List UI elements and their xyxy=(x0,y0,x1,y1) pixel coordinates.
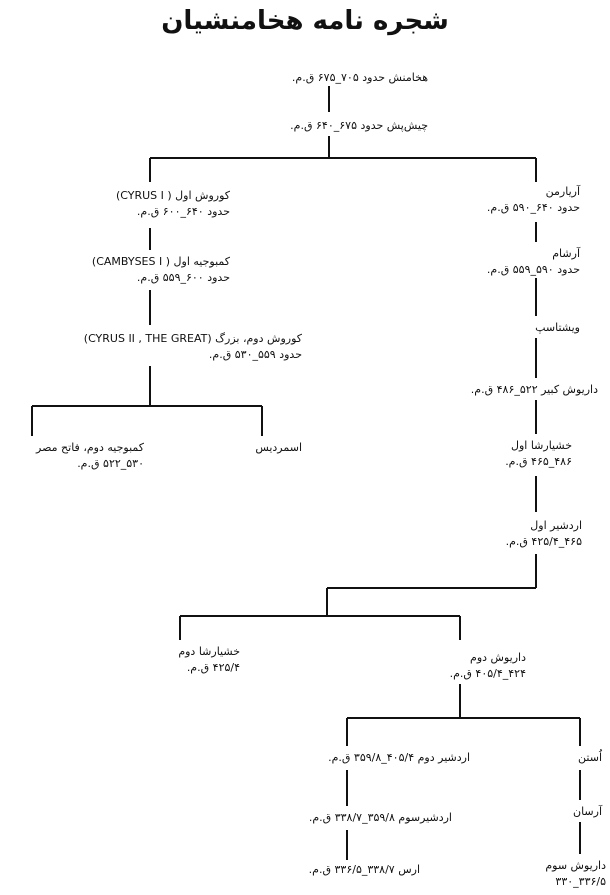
node-darius-1: داریوش کبیر ۵۲۲_۴۸۶ ق.م. xyxy=(420,382,598,398)
node-label: خشیارشا اول xyxy=(510,439,572,452)
node-label: اردشیر دوم ۴۰۵/۴_۳۵۹/۸ ق.م. xyxy=(328,751,470,764)
node-cambyses-2: کمبوجیه دوم، فاتح مصر ۵۳۰_۵۲۲ ق.م. xyxy=(4,440,144,472)
node-cyrus-1: کوروش اول ( CYRUS I) حدود ۶۴۰_۶۰۰ ق.م. xyxy=(60,188,230,220)
node-label: اردشیر اول xyxy=(530,519,582,532)
node-label: ارس ۳۳۸/۷_۳۳۶/۵ ق.م. xyxy=(308,863,420,876)
node-label: اردشیرسوم ۳۵۹/۸_۳۳۸/۷ ق.م. xyxy=(308,811,452,824)
node-ostanes: اُستن xyxy=(550,750,602,766)
node-dates: ۴۲۵/۴ ق.م. xyxy=(186,661,240,674)
node-dates: حدود ۶۴۰_۵۹۰ ق.م. xyxy=(486,201,580,214)
node-label: هخامنش حدود ۷۰۵_۶۷۵ ق.م. xyxy=(291,71,428,84)
node-achaemenes: هخامنش حدود ۷۰۵_۶۷۵ ق.م. xyxy=(232,70,428,86)
node-label: آرسان xyxy=(572,805,602,818)
node-arsames: آرشام حدود ۵۹۰_۵۵۹ ق.م. xyxy=(440,246,580,278)
node-dates: ۳۳۶/۵_۳۳۰ xyxy=(555,875,606,888)
node-label: آریارمن xyxy=(545,185,580,198)
node-dates: حدود ۵۹۰_۵۵۹ ق.م. xyxy=(486,263,580,276)
node-dates: ۴۸۶_۴۶۵ ق.م. xyxy=(505,455,572,468)
node-smerdis: اسمردیس xyxy=(220,440,302,456)
page-title: شجره نامه هخامنشیان xyxy=(161,6,449,36)
node-label: اسمردیس xyxy=(255,441,302,454)
node-darius-3: داریوش سوم ۳۳۶/۵_۳۳۰ xyxy=(520,858,606,890)
node-label: داریوش سوم xyxy=(545,859,606,872)
node-dates: حدود ۶۰۰_۵۵۹ ق.م. xyxy=(136,271,230,284)
node-dates: ۵۳۰_۵۲۲ ق.م. xyxy=(77,457,144,470)
node-dates: ۴۲۴_۴۰۵/۴ ق.م. xyxy=(449,667,526,680)
node-label: داریوش دوم xyxy=(470,651,526,664)
node-label: خشیارشا دوم xyxy=(178,645,240,658)
node-dates: حدود ۶۴۰_۶۰۰ ق.م. xyxy=(136,205,230,218)
node-artaxerxes-2: اردشیر دوم ۴۰۵/۴_۳۵۹/۸ ق.م. xyxy=(244,750,470,766)
node-arsanes: آرسان xyxy=(550,804,602,820)
node-darius-2: داریوش دوم ۴۲۴_۴۰۵/۴ ق.م. xyxy=(400,650,526,682)
node-artaxerxes-1: اردشیر اول ۴۶۵_۴۲۵/۴ ق.م. xyxy=(456,518,582,550)
node-teispes: چیش‌پش حدود ۶۷۵_۶۴۰ ق.م. xyxy=(232,118,428,134)
node-label: داریوش کبیر ۵۲۲_۴۸۶ ق.م. xyxy=(470,383,598,396)
node-artaxerxes-3: اردشیرسوم ۳۵۹/۸_۳۳۸/۷ ق.م. xyxy=(254,810,452,826)
node-label: کمبوجیه اول ( CAMBYSES I) xyxy=(91,255,230,268)
node-dates: حدود ۵۵۹_۵۳۰ ق.م. xyxy=(208,348,302,361)
node-label: ویشتاسپ xyxy=(535,321,580,334)
node-label: اُستن xyxy=(578,751,602,764)
node-ariaramnes: آریارمن حدود ۶۴۰_۵۹۰ ق.م. xyxy=(440,184,580,216)
node-arses: ارس ۳۳۸/۷_۳۳۶/۵ ق.م. xyxy=(250,862,420,878)
node-xerxes-1: خشیارشا اول ۴۸۶_۴۶۵ ق.م. xyxy=(460,438,572,470)
node-xerxes-2: خشیارشا دوم ۴۲۵/۴ ق.م. xyxy=(120,644,240,676)
node-label: کمبوجیه دوم، فاتح مصر xyxy=(36,441,144,454)
node-label: کوروش دوم، بزرگ (CYRUS II , THE GREAT) xyxy=(83,332,302,345)
node-label: چیش‌پش حدود ۶۷۵_۶۴۰ ق.م. xyxy=(290,119,428,132)
node-dates: ۴۶۵_۴۲۵/۴ ق.م. xyxy=(505,535,582,548)
node-cambyses-1: کمبوجیه اول ( CAMBYSES I) حدود ۶۰۰_۵۵۹ ق… xyxy=(40,254,230,286)
node-hystaspes: ویشتاسپ xyxy=(490,320,580,336)
node-label: آرشام xyxy=(552,247,580,260)
node-cyrus-2: کوروش دوم، بزرگ (CYRUS II , THE GREAT) ح… xyxy=(20,331,302,363)
node-label: کوروش اول ( CYRUS I) xyxy=(115,189,230,202)
